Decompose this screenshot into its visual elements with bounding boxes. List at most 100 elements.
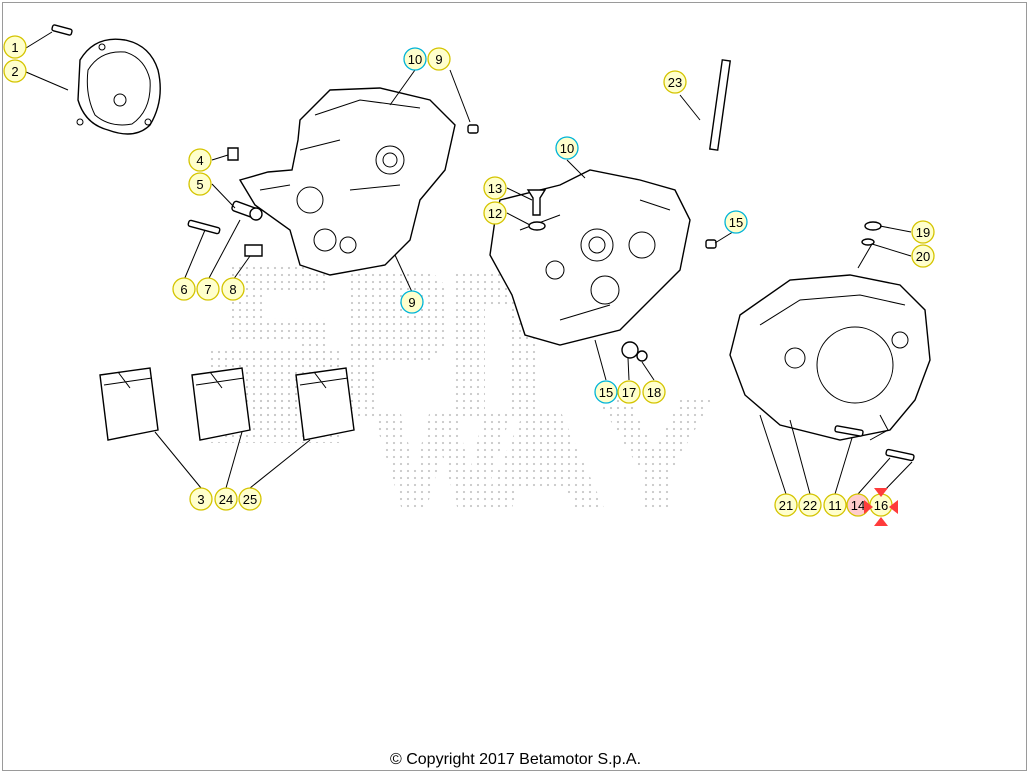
callout-label: 12 xyxy=(488,206,502,221)
callout-10b[interactable]: 10 xyxy=(555,136,579,160)
right-crankcase xyxy=(489,169,691,346)
callout-label: 20 xyxy=(916,249,930,264)
callout-17[interactable]: 17 xyxy=(617,380,641,404)
callout-15a[interactable]: 15 xyxy=(724,210,748,234)
dowel-pin xyxy=(705,239,717,249)
callout-8[interactable]: 8 xyxy=(221,277,245,301)
callout-6[interactable]: 6 xyxy=(172,277,196,301)
callout-label: 18 xyxy=(647,385,661,400)
callout-label: 9 xyxy=(435,52,442,67)
callout-3[interactable]: 3 xyxy=(189,487,213,511)
callout-circle xyxy=(189,487,213,511)
callout-label: 14 xyxy=(851,498,865,513)
callout-circle xyxy=(221,277,245,301)
callout-circle xyxy=(3,59,27,83)
callout-circle xyxy=(188,148,212,172)
callout-label: 25 xyxy=(243,492,257,507)
callout-circle xyxy=(3,35,27,59)
callout-18[interactable]: 18 xyxy=(642,380,666,404)
callout-14[interactable]: 14 xyxy=(846,493,870,517)
callout-label: 8 xyxy=(229,282,236,297)
callout-circle xyxy=(172,277,196,301)
ignition-cover xyxy=(76,38,161,135)
callout-label: 22 xyxy=(803,498,817,513)
callout-16[interactable]: 16 xyxy=(869,493,893,517)
gasket-kit-bags xyxy=(99,367,355,441)
callout-13[interactable]: 13 xyxy=(483,176,507,200)
copyright-notice: © Copyright 2017 Betamotor S.p.A. xyxy=(389,751,642,768)
callout-circle xyxy=(617,380,641,404)
callout-circle xyxy=(214,487,238,511)
callout-circle xyxy=(594,380,618,404)
callout-2[interactable]: 2 xyxy=(3,59,27,83)
callout-circle xyxy=(483,201,507,225)
callout-12[interactable]: 12 xyxy=(483,201,507,225)
callout-label: 21 xyxy=(779,498,793,513)
leader-lines xyxy=(25,31,913,495)
callout-10a[interactable]: 10 xyxy=(403,47,427,71)
cover-screw xyxy=(51,24,73,36)
cover-bolts xyxy=(834,425,915,462)
callout-circle xyxy=(238,487,262,511)
callout-label: 5 xyxy=(196,177,203,192)
callout-circle xyxy=(642,380,666,404)
callout-label: 24 xyxy=(219,492,233,507)
callout-11[interactable]: 11 xyxy=(823,493,847,517)
callout-circle xyxy=(483,176,507,200)
crankcase-stud xyxy=(708,59,732,151)
callout-label: 15 xyxy=(729,215,743,230)
callout-label: 6 xyxy=(180,282,187,297)
left-crankcase xyxy=(238,87,456,276)
callout-label: 9 xyxy=(408,295,415,310)
drain-plug xyxy=(526,189,547,231)
callout-circle xyxy=(774,493,798,517)
callout-label: 2 xyxy=(11,64,18,79)
callout-circle xyxy=(427,47,451,71)
oil-seal-parts xyxy=(187,147,263,257)
callout-label: 13 xyxy=(488,181,502,196)
callout-19[interactable]: 19 xyxy=(911,220,935,244)
callout-25[interactable]: 25 xyxy=(238,487,262,511)
bolt-and-washer xyxy=(621,341,648,362)
callout-circle xyxy=(911,244,935,268)
callout-15b[interactable]: 15 xyxy=(594,380,618,404)
hotspot-marker xyxy=(864,488,898,526)
callout-circle xyxy=(663,70,687,94)
callout-label: 19 xyxy=(916,225,930,240)
callout-circle xyxy=(400,290,424,314)
callout-circle xyxy=(196,277,220,301)
filler-cap xyxy=(861,221,882,246)
callout-circle xyxy=(188,172,212,196)
callout-label: 23 xyxy=(668,75,682,90)
callout-21[interactable]: 21 xyxy=(774,493,798,517)
callout-label: 3 xyxy=(197,492,204,507)
callout-7[interactable]: 7 xyxy=(196,277,220,301)
callout-circle xyxy=(724,210,748,234)
callout-label: 15 xyxy=(599,385,613,400)
callout-22[interactable]: 22 xyxy=(798,493,822,517)
callout-label: 7 xyxy=(204,282,211,297)
callout-24[interactable]: 24 xyxy=(214,487,238,511)
callout-circle xyxy=(403,47,427,71)
callout-label: 10 xyxy=(408,52,422,67)
callout-label: 10 xyxy=(560,141,574,156)
callout-label: 11 xyxy=(828,498,842,513)
callout-circle xyxy=(823,493,847,517)
callout-23[interactable]: 23 xyxy=(663,70,687,94)
callout-circle xyxy=(555,136,579,160)
callout-circle xyxy=(911,220,935,244)
callout-label: 17 xyxy=(622,385,636,400)
callout-9a[interactable]: 9 xyxy=(427,47,451,71)
left-crankcase-pin xyxy=(467,124,479,134)
clutch-cover xyxy=(729,274,931,441)
callout-label: 16 xyxy=(874,498,888,513)
callout-label: 4 xyxy=(196,153,203,168)
callout-20[interactable]: 20 xyxy=(911,244,935,268)
callout-4[interactable]: 4 xyxy=(188,148,212,172)
callout-1[interactable]: 1 xyxy=(3,35,27,59)
callout-label: 1 xyxy=(11,40,18,55)
callout-5[interactable]: 5 xyxy=(188,172,212,196)
callout-9b[interactable]: 9 xyxy=(400,290,424,314)
